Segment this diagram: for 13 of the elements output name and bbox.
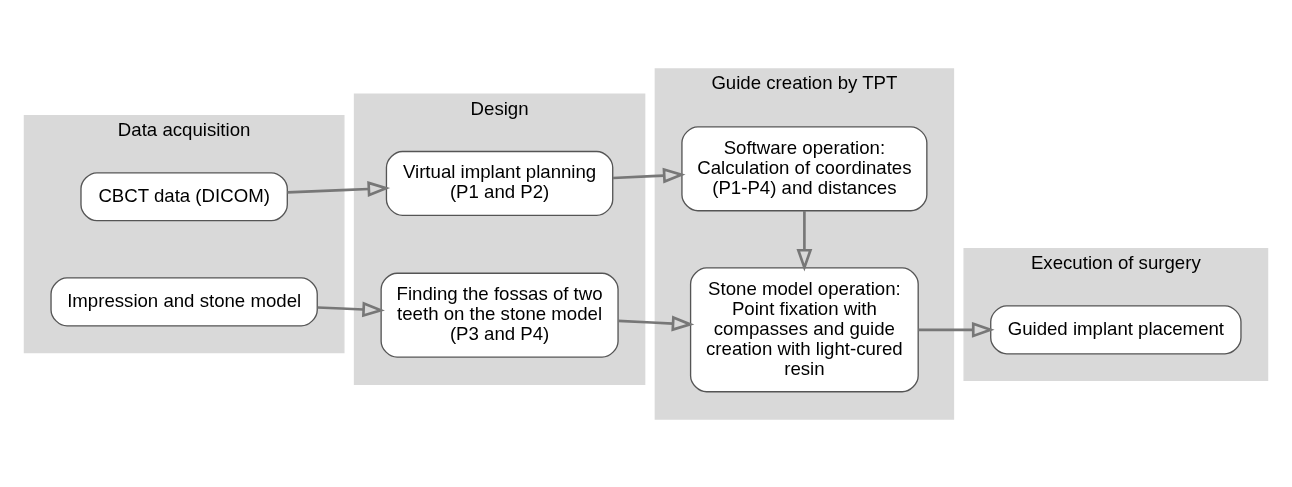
- node-box: Guided implant placement: [990, 304, 1242, 354]
- arrow: [612, 167, 686, 183]
- arrow: [796, 210, 813, 272]
- node-box: Virtual implant planning (P1 and P2): [385, 150, 614, 216]
- arrow: [618, 315, 695, 331]
- arrow: [918, 321, 995, 338]
- node-box: Software operation: Calculation of coordinates (P1-P4) and distances: [681, 125, 928, 211]
- arrow: [287, 180, 391, 197]
- node-box: CBCT data (DICOM): [80, 171, 288, 221]
- node-box: Stone model operation: Point fixation with compasses and guide creation with light-cured resin: [689, 266, 919, 392]
- node-box: Impression and stone model: [50, 276, 318, 327]
- arrow: [317, 301, 385, 317]
- node-box: Finding the fossas of two teeth on the stone model (P3 and P4): [380, 272, 619, 358]
